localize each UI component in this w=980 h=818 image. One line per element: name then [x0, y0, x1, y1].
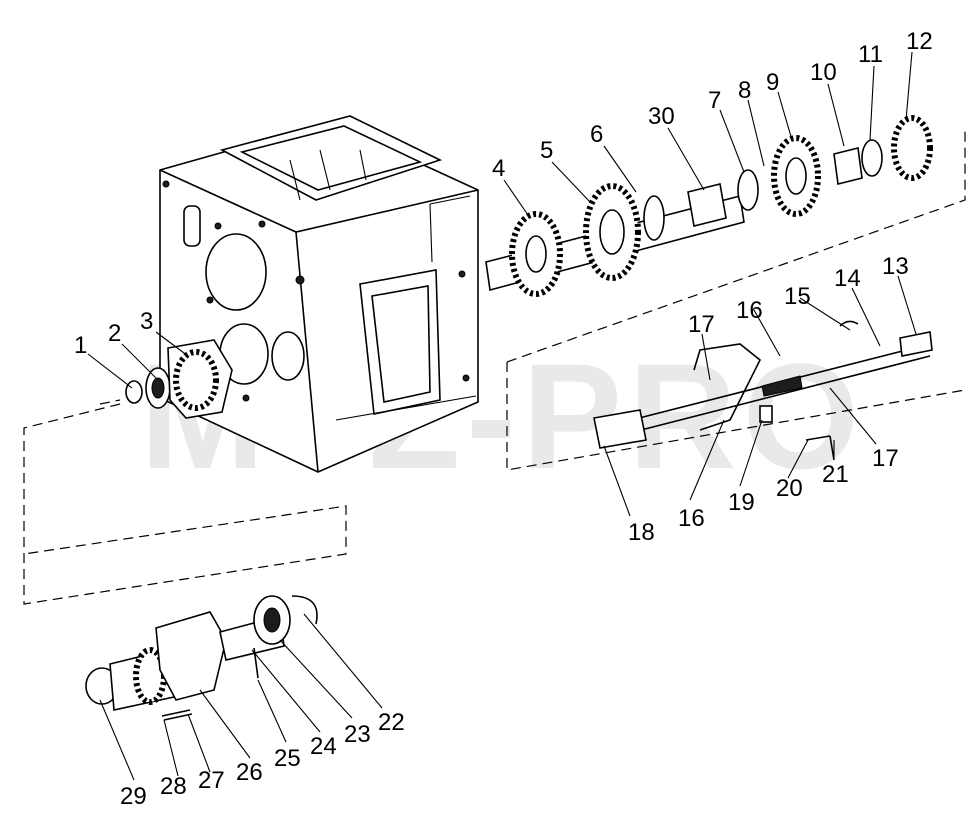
callout-15: 15	[784, 283, 811, 310]
callout-29: 29	[120, 783, 147, 810]
callout-labels: 1 2 3 4 5 6 7 8 9 10 11 12 13 14 15 16 1…	[74, 28, 933, 810]
shift-fork-assembly	[593, 320, 933, 461]
assembly-guides	[23, 130, 966, 605]
callout-9: 9	[766, 69, 779, 96]
callout-13: 13	[882, 253, 909, 280]
callout-16-bottom: 16	[678, 505, 705, 532]
gearbox-housing	[159, 115, 479, 473]
callout-10: 10	[810, 59, 837, 86]
callout-17-left: 17	[688, 311, 715, 338]
callout-22: 22	[378, 709, 405, 736]
output-shaft-assembly	[85, 595, 318, 721]
callout-6: 6	[590, 121, 603, 148]
callout-21: 21	[822, 461, 849, 488]
callout-20: 20	[776, 475, 803, 502]
callout-25: 25	[274, 745, 301, 772]
callout-1: 1	[74, 332, 87, 359]
callout-12: 12	[906, 28, 933, 55]
callout-23: 23	[344, 721, 371, 748]
callout-5: 5	[540, 137, 553, 164]
callout-16-top: 16	[736, 297, 763, 324]
callout-8: 8	[738, 77, 751, 104]
countershaft-assembly	[485, 115, 933, 297]
callout-19: 19	[728, 489, 755, 516]
input-bearing-cover	[125, 339, 233, 419]
callout-4: 4	[492, 155, 505, 182]
callout-2: 2	[108, 320, 121, 347]
callout-28: 28	[160, 773, 187, 800]
leader-lines	[87, 51, 917, 781]
callout-24: 24	[310, 733, 337, 760]
callout-18: 18	[628, 519, 655, 546]
callout-17-right: 17	[872, 445, 899, 472]
callout-3: 3	[140, 308, 153, 335]
callout-7: 7	[708, 87, 721, 114]
callout-14: 14	[834, 265, 861, 292]
callout-27: 27	[198, 767, 225, 794]
callout-26: 26	[236, 759, 263, 786]
callout-11: 11	[858, 41, 883, 68]
callout-30: 30	[648, 103, 675, 130]
